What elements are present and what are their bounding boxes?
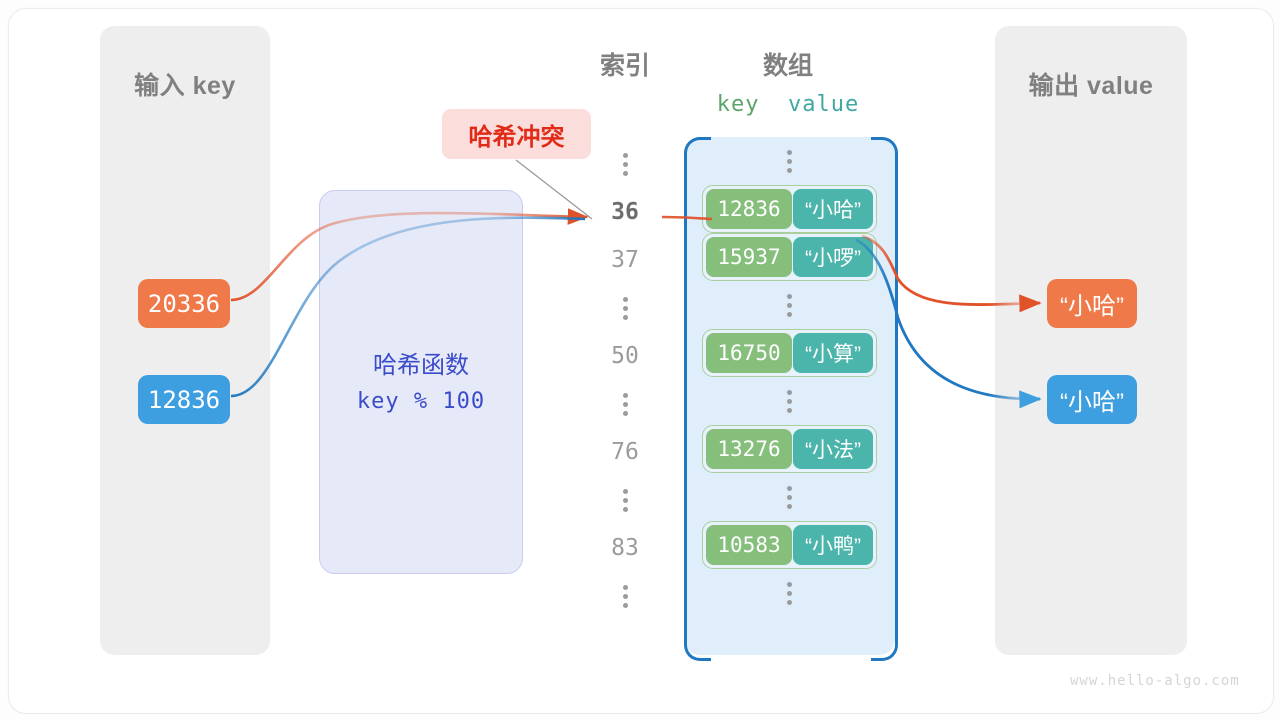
vertical-ellipsis <box>588 572 662 620</box>
vertical-ellipsis <box>787 569 792 617</box>
array-row-ellipsis <box>684 281 895 329</box>
cell-value: “小哈” <box>793 189 873 229</box>
hash-function-box: 哈希函数 key % 100 <box>319 190 523 574</box>
key-value-pair: 16750“小算” <box>702 329 877 377</box>
table-row: 13276“小法” <box>684 425 895 473</box>
index-column-header: 索引 <box>599 52 650 80</box>
vertical-ellipsis <box>588 140 662 188</box>
array-row-ellipsis <box>684 569 895 617</box>
index-label-50: 50 <box>611 343 639 369</box>
vertical-ellipsis <box>787 281 792 329</box>
input-key-1: 12836 <box>138 375 230 424</box>
array-rows: 12836“小哈”15937“小啰” 16750“小算” 13276“小法” 1058… <box>684 137 895 617</box>
cell-key: 15937 <box>706 237 792 277</box>
key-value-pair: 10583“小鸭” <box>702 521 877 569</box>
hash-function-expression: key % 100 <box>356 389 486 414</box>
cell-value: “小鸭” <box>793 525 873 565</box>
cell-key: 12836 <box>706 189 792 229</box>
table-row: 16750“小算” <box>684 329 895 377</box>
key-header-label: key <box>716 92 760 117</box>
output-value-0: “小哈” <box>1047 279 1137 328</box>
array-row-ellipsis <box>684 137 895 185</box>
output-value-1: “小哈” <box>1047 375 1137 424</box>
vertical-ellipsis <box>787 377 792 425</box>
input-key-0: 20336 <box>138 279 230 328</box>
index-label-76: 76 <box>611 439 639 465</box>
table-row: 15937“小啰” <box>684 233 895 281</box>
key-value-pair: 12836“小哈” <box>702 185 877 233</box>
input-key-panel: 输入 key <box>100 26 270 655</box>
output-panel-title: 输出 value <box>1028 72 1154 100</box>
cell-key: 10583 <box>706 525 792 565</box>
index-label-36: 36 <box>611 199 639 225</box>
key-value-header: key value <box>688 92 888 117</box>
array-column-header: 数组 <box>762 52 813 80</box>
input-panel-title: 输入 key <box>134 72 236 100</box>
vertical-ellipsis <box>588 476 662 524</box>
vertical-ellipsis <box>588 284 662 332</box>
vertical-ellipsis <box>787 473 792 521</box>
cell-value: “小算” <box>793 333 873 373</box>
value-header-label: value <box>788 92 860 117</box>
hash-function-title: 哈希函数 <box>373 352 469 379</box>
key-value-pair: 15937“小啰” <box>702 233 877 281</box>
array-row-ellipsis <box>684 377 895 425</box>
cell-value: “小法” <box>793 429 873 469</box>
watermark: www.hello-algo.com <box>1070 673 1240 689</box>
table-row: 10583“小鸭” <box>684 521 895 569</box>
vertical-ellipsis <box>588 380 662 428</box>
cell-key: 16750 <box>706 333 792 373</box>
key-value-pair: 13276“小法” <box>702 425 877 473</box>
cell-value: “小啰” <box>793 237 873 277</box>
table-row: 12836“小哈” <box>684 185 895 233</box>
index-label-83: 83 <box>611 535 639 561</box>
cell-key: 13276 <box>706 429 792 469</box>
array-row-ellipsis <box>684 473 895 521</box>
hash-collision-label: 哈希冲突 <box>442 109 591 159</box>
index-label-37: 37 <box>611 247 639 273</box>
index-column: 36 37 50 76 83 <box>588 140 662 620</box>
array-bracket-left <box>684 137 711 661</box>
vertical-ellipsis <box>787 137 792 185</box>
output-value-panel: 输出 value <box>995 26 1187 655</box>
